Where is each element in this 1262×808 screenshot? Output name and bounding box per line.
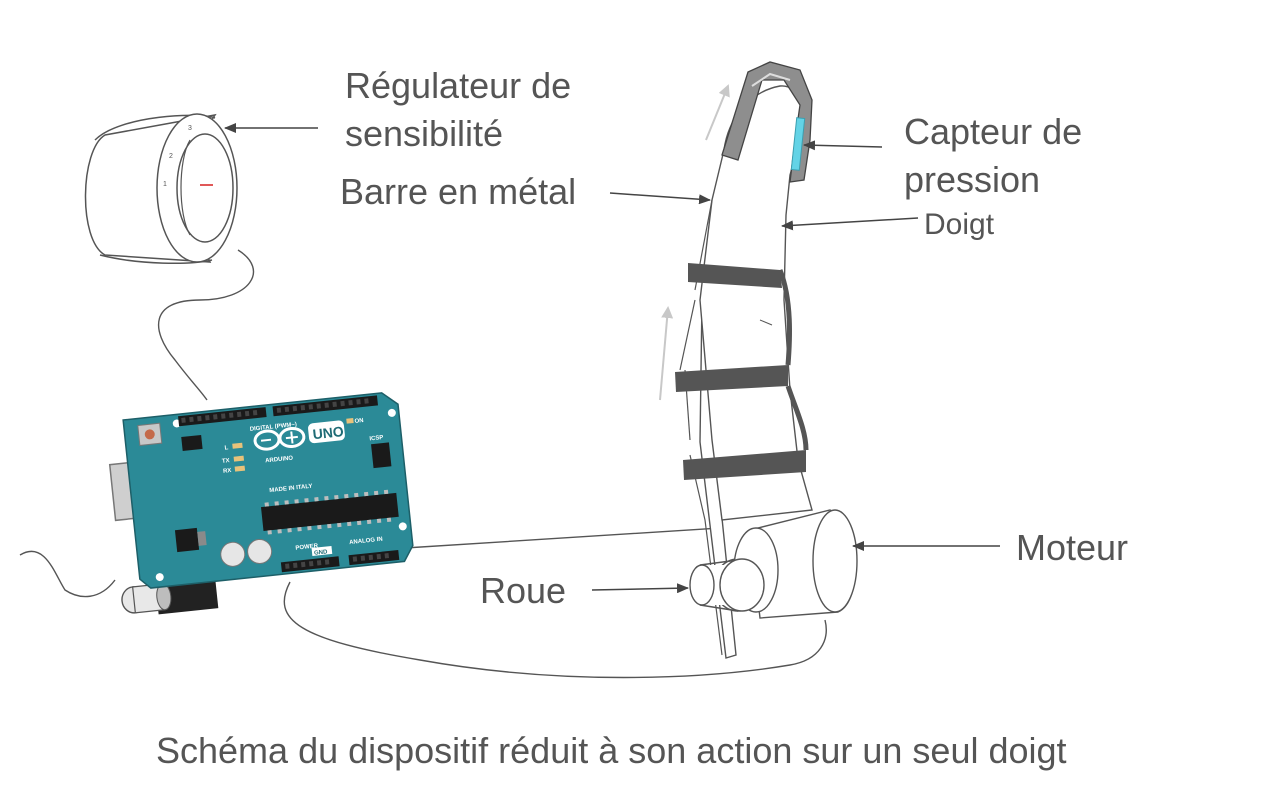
made-in-italy: MADE IN ITALY: [269, 484, 313, 494]
arduino-board: DIGITAL (PWM~) L TX RX ARDUINO UNO ON MA…: [108, 392, 414, 615]
l-led-label: L: [224, 445, 229, 451]
motion-arrow-top: [705, 84, 730, 141]
wire-arduino-to-motor: [283, 581, 827, 679]
finger-tip-cap: [721, 61, 813, 183]
label-barre: Barre en métal: [340, 171, 576, 212]
pressure-sensor: [790, 117, 806, 171]
strap-top: [688, 263, 782, 288]
strap-bottom: [683, 450, 806, 480]
label-capteur-line2: pression: [904, 159, 1040, 200]
callout-arrows: [224, 123, 1000, 594]
arduino-logo: ARDUINO: [253, 426, 306, 464]
wires: [19, 249, 827, 679]
on-label: ON: [354, 418, 364, 425]
potentiometer: 1 2 3: [84, 113, 238, 264]
arduino-brand: ARDUINO: [265, 455, 294, 464]
label-moteur: Moteur: [1016, 527, 1128, 568]
icsp-label: ICSP: [369, 435, 384, 442]
uno-badge: [308, 420, 345, 444]
tick-label-1: 1: [163, 181, 167, 188]
icsp-header: [371, 442, 392, 469]
label-regulateur-line2: sensibilité: [345, 113, 503, 154]
arrow-doigt: [781, 217, 919, 231]
uno-text: UNO: [312, 423, 345, 442]
analog-label: ANALOG IN: [349, 537, 383, 546]
strap-middle: [675, 365, 788, 392]
motion-arrow-bottom: [659, 306, 674, 401]
motor: [719, 509, 858, 619]
label-doigt: Doigt: [924, 208, 995, 241]
caption: Schéma du dispositif réduit à son action…: [156, 730, 1067, 771]
arrow-capteur: [803, 140, 883, 151]
gnd-label: GND: [314, 549, 329, 556]
label-regulateur-line1: Régulateur de: [345, 65, 571, 106]
digital-label: DIGITAL (PWM~): [250, 422, 298, 433]
finger-device: [659, 61, 813, 659]
power-label: POWER: [295, 543, 319, 551]
voltage-regulator: [174, 527, 200, 553]
capacitor-2: [247, 538, 273, 564]
rx-label: RX: [223, 468, 232, 475]
wire-power-cable: [19, 550, 116, 598]
label-capteur-line1: Capteur de: [904, 111, 1082, 152]
tick-label-2: 2: [169, 153, 173, 160]
arrow-roue: [591, 583, 689, 594]
arrow-barre: [609, 192, 711, 205]
tx-label: TX: [222, 458, 230, 465]
wire-potentiometer-to-arduino: [158, 249, 255, 401]
capacitor-1: [220, 541, 246, 567]
label-roue: Roue: [480, 570, 566, 611]
wire-arduino-to-device: [404, 527, 721, 549]
microcontroller-chip: [260, 492, 399, 531]
tick-label-3: 3: [188, 125, 192, 132]
